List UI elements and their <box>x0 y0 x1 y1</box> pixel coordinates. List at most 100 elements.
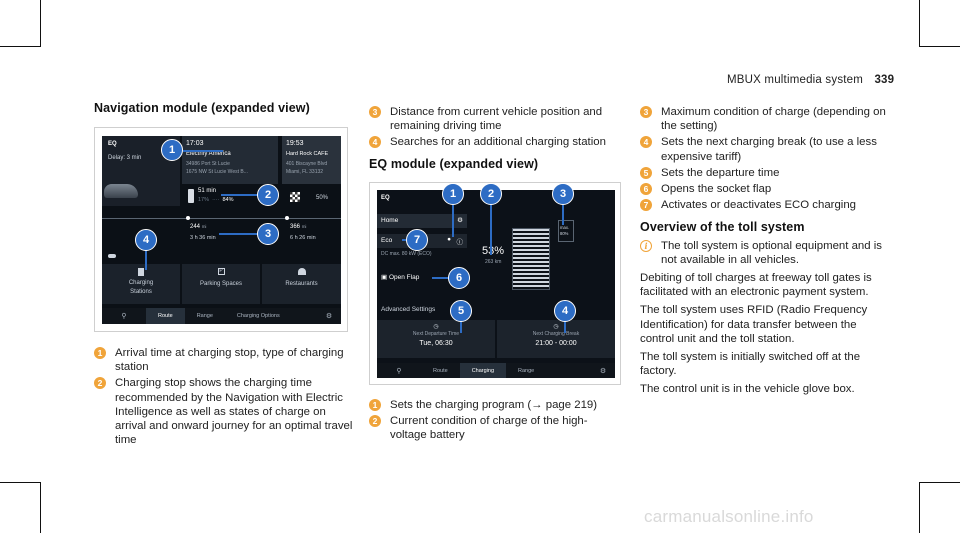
stop2-addr2: Miami, FL 33132 <box>286 169 324 175</box>
stop1-addr2: 1675 NW St Lucie West B... <box>186 169 248 175</box>
nav-callout-4: 4 <box>135 229 157 251</box>
battery-max: max. 80% <box>560 225 570 236</box>
nav-bottom-bar: ⚲ Route Range Charging Options ⚙ <box>102 308 341 324</box>
charging-station-icon <box>138 268 144 276</box>
departure-value: Tue, 06:30 <box>419 340 453 347</box>
number-badge: 3 <box>369 106 381 118</box>
nav-screenshot-frame: EQ Delay: 3 min 17:03 Electrify America … <box>94 127 348 332</box>
number-badge: 2 <box>369 415 381 428</box>
eq-logo-icon: EQ <box>108 141 117 147</box>
legend-text: Charging stop shows the charging time re… <box>115 377 353 447</box>
stop1-time: 17:03 <box>186 140 204 147</box>
legend-item: 3 Distance from current vehicle position … <box>369 105 619 133</box>
break-value: 21:00 - 00:00 <box>535 340 577 347</box>
toll-note: i The toll system is optional equipment … <box>640 239 888 267</box>
page-number: 339 <box>874 74 895 86</box>
charging-plug-icon <box>188 189 194 203</box>
leg2-dist: 366 mi <box>290 224 306 230</box>
route-line <box>102 218 341 219</box>
toll-paragraph: The toll system is initially switched of… <box>640 351 861 378</box>
callout-line-1 <box>452 205 454 237</box>
tile-restaurants[interactable]: Restaurants <box>262 264 341 304</box>
tile-label: Charging Stations <box>128 280 154 295</box>
tab-charging[interactable]: Charging <box>459 363 507 378</box>
callout-line-4 <box>145 250 147 270</box>
nav-callout-2: 2 <box>257 184 279 206</box>
crop-mark <box>0 482 40 483</box>
leg1-dist: 244 mi <box>190 224 206 230</box>
callout-line-3 <box>562 205 564 225</box>
callout-line-3 <box>219 233 259 235</box>
eq-screen: EQ Home ⚙ Eco ● ⓘ DC max. 80 kW (ECO) 53… <box>377 190 615 378</box>
stop1-addr1: 34986 Port St Lucie <box>186 161 230 167</box>
callout-line-1 <box>183 150 223 152</box>
toll-note-text: The toll system is optional equipment an… <box>661 239 882 266</box>
tab-charging-options[interactable]: Charging Options <box>236 313 280 319</box>
gear-icon[interactable]: ⚙ <box>325 313 333 320</box>
stop1-name: Electrify America <box>186 151 231 157</box>
small-car-icon <box>108 254 116 258</box>
eco-label: Eco <box>381 237 393 244</box>
tab-route[interactable]: Route <box>433 367 448 374</box>
gear-icon[interactable]: ⚙ <box>599 367 607 375</box>
leg2-dist-unit: mi <box>301 224 307 229</box>
nav-callout-3: 3 <box>257 223 279 245</box>
legend-text: Maximum condition of charge (depending o… <box>661 106 886 133</box>
charge-range: 17% ···· 84% <box>198 197 233 203</box>
crop-mark <box>919 0 920 47</box>
search-icon[interactable]: ⚲ <box>396 367 402 375</box>
clock-icon: ◷ <box>433 324 439 330</box>
home-button[interactable]: Home ⚙ <box>377 214 467 228</box>
tile-label: Parking Spaces <box>199 281 243 287</box>
tab-route[interactable]: Route <box>146 308 185 324</box>
restaurant-icon <box>297 268 306 275</box>
clock-icon: ◷ <box>553 324 559 330</box>
stop2-time: 19:53 <box>286 140 304 147</box>
info-icon: ⓘ <box>456 239 464 246</box>
tile-parking-spaces[interactable]: P Parking Spaces <box>182 264 260 304</box>
search-icon[interactable]: ⚲ <box>121 313 127 320</box>
legend-text: Sets the departure time <box>661 166 780 179</box>
legend-text: Distance from current vehicle position a… <box>390 106 603 133</box>
charging-break-tile[interactable]: ◷ Next Charging Break 21:00 - 00:00 <box>497 320 615 358</box>
stop2-addr1: 401 Biscayne Blvd <box>286 161 328 167</box>
departure-tile[interactable]: ◷ Next Departure Time Tue, 06:30 <box>377 320 495 358</box>
tab-range[interactable]: Range <box>196 313 213 319</box>
settings-icon: ⚙ <box>457 217 463 224</box>
battery-limit-box: max. 80% <box>558 220 574 242</box>
route-dot <box>285 216 289 220</box>
open-flap-button[interactable]: ▣ Open Flap <box>377 270 457 284</box>
eq-logo-icon: EQ <box>381 195 390 201</box>
battery-percent: 53% <box>482 245 505 257</box>
route-dot <box>186 216 190 220</box>
number-badge: 6 <box>640 183 652 196</box>
tile-label: Restaurants <box>285 281 318 287</box>
callout-line-2 <box>221 194 261 196</box>
charge-duration: 51 min <box>198 188 217 194</box>
tab-range[interactable]: Range <box>518 367 535 374</box>
destination-flag-icon <box>290 192 300 202</box>
number-badge: 4 <box>369 136 381 149</box>
crop-mark <box>919 482 960 483</box>
eq-screenshot-frame: EQ Home ⚙ Eco ● ⓘ DC max. 80 kW (ECO) 53… <box>369 182 621 385</box>
stop2-name: Hard Rock CAFE <box>286 151 329 157</box>
legend-text: Sets the next charging break (to use a l… <box>661 136 877 163</box>
eq-callout-4: 4 <box>554 300 576 322</box>
legend-text: Searches for an additional charging stat… <box>390 136 606 149</box>
crop-mark <box>0 46 40 47</box>
parking-icon: P <box>217 268 225 275</box>
tile-charging-stations[interactable]: Charging Stations <box>102 264 180 304</box>
callout-line-6 <box>432 277 450 279</box>
open-flap-label: Open Flap <box>388 274 420 281</box>
break-label: Next Charging Break <box>532 331 580 337</box>
number-badge: 3 <box>640 106 652 118</box>
nav-legend-continued: 3 Distance from current vehicle position … <box>369 105 619 152</box>
battery-gauge <box>512 228 550 290</box>
watermark: carmanualsonline.info <box>644 507 814 526</box>
